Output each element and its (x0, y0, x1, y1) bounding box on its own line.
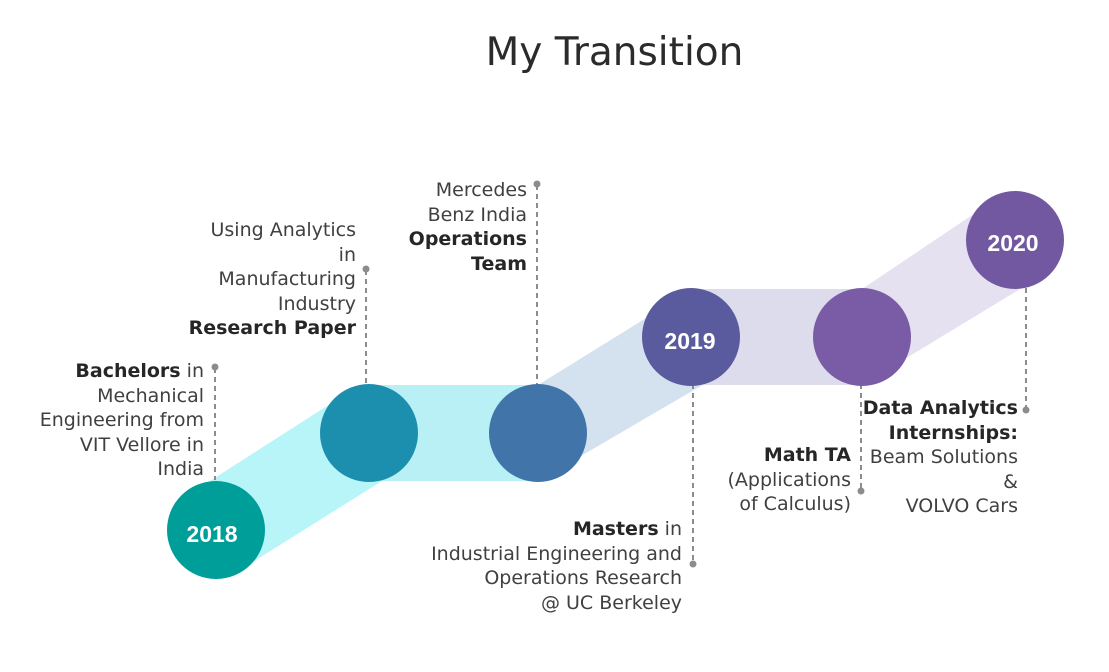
research-bold: Research Paper (188, 317, 356, 339)
milestone-circle-mathta (813, 288, 911, 386)
mercedes-line1: Mercedes (435, 179, 527, 201)
mathta-line3: of Calculus) (739, 493, 851, 515)
internships-bold2: Internships: (888, 421, 1018, 444)
masters-line1: in (658, 518, 682, 540)
milestone-circle-research (320, 384, 418, 482)
bachelors-line4: VIT Vellore in (79, 433, 204, 456)
research-line3: Manufacturing (218, 268, 356, 290)
connector-dot-mercedes (533, 180, 541, 188)
research-line2: in (338, 243, 356, 266)
bachelors-bold: Bachelors (75, 360, 181, 382)
masters-line3: Operations Research (484, 567, 682, 589)
connector-dot-internships (1022, 406, 1030, 414)
bachelors-line3: Engineering from (39, 409, 204, 431)
milestone-label-research: Using Analytics in Manufacturing Industr… (189, 218, 356, 341)
connector-dot-mathta (857, 487, 865, 495)
bachelors-line2: Mechanical (97, 384, 204, 407)
masters-line2: Industrial Engineering and (431, 542, 682, 565)
milestone-label-internships: Data Analytics Internships: Beam Solutio… (863, 396, 1018, 519)
masters-bold: Masters (572, 518, 659, 540)
slide-title: My Transition (485, 30, 744, 75)
mercedes-bold1: Operations (408, 228, 527, 250)
mercedes-bold2: Team (471, 252, 527, 275)
milestone-circle-2018 (167, 481, 265, 579)
year-label-2018: 2018 (186, 521, 237, 547)
connector-dot-bachelors (211, 363, 219, 371)
year-label-2019: 2019 (664, 328, 715, 354)
milestone-label-mathta: Math TA (Applications of Calculus) (728, 443, 851, 517)
mathta-bold: Math TA (763, 444, 851, 466)
mathta-line2: (Applications (727, 468, 851, 491)
mercedes-line2: Benz India (427, 203, 527, 226)
milestone-label-mercedes: Mercedes Benz India Operations Team (409, 178, 527, 276)
milestone-label-bachelors: Bachelors in Mechanical Engineering from… (40, 359, 204, 482)
internships-line5: VOLVO Cars (905, 495, 1018, 517)
milestone-circle-2020 (966, 191, 1064, 289)
connector-dot-masters (689, 560, 697, 568)
milestone-label-masters: Masters in Industrial Engineering and Op… (431, 517, 682, 615)
research-line4: Industry (277, 292, 356, 315)
internships-line3: Beam Solutions (869, 446, 1018, 468)
connector-dot-research (362, 265, 370, 273)
internships-line4: & (1003, 470, 1018, 493)
year-label-2020: 2020 (987, 230, 1038, 256)
research-line1: Using Analytics (210, 219, 356, 241)
masters-line4: @ UC Berkeley (540, 591, 682, 614)
bachelors-line5: India (157, 458, 204, 480)
milestone-circle-mercedes (489, 384, 587, 482)
milestone-circle-2019 (642, 288, 740, 386)
internships-bold1: Data Analytics (862, 397, 1018, 419)
bachelors-line1: in (180, 360, 204, 382)
